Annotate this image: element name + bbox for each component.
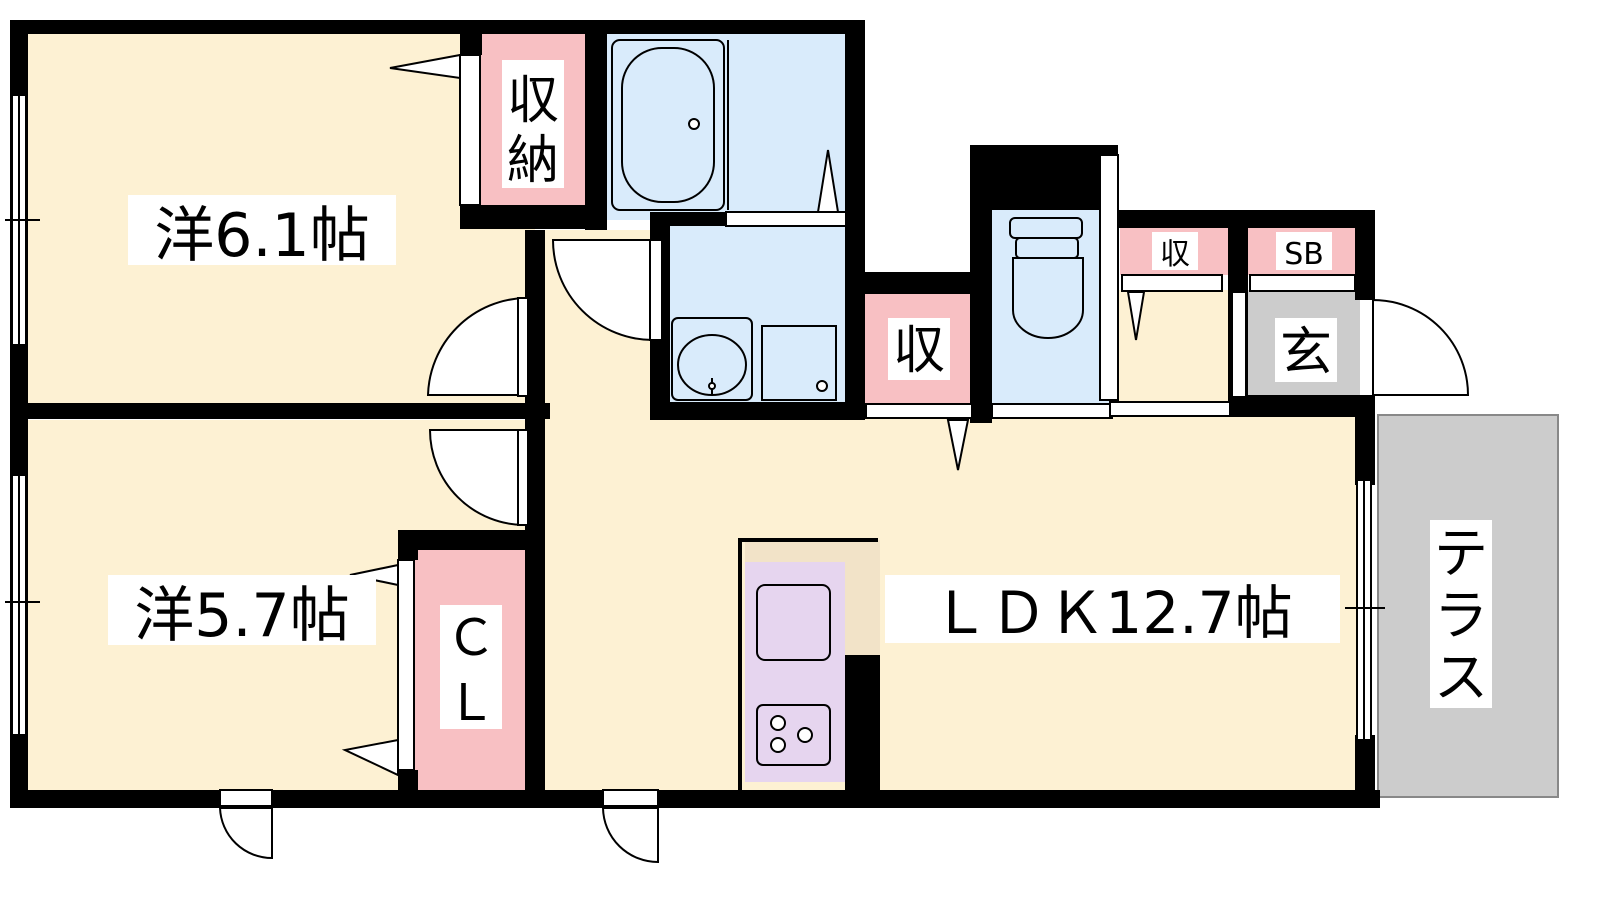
wall	[1355, 735, 1375, 805]
door-swing	[601, 807, 659, 864]
door-swing	[218, 807, 273, 860]
wall	[970, 402, 990, 422]
sink-icon	[756, 584, 831, 661]
wall	[970, 145, 992, 423]
storage-3-label: 収	[1160, 237, 1190, 272]
entrance-label: 玄	[1280, 323, 1332, 383]
ldk-label: ＬＤＫ12.7帖	[931, 579, 1292, 647]
door-swing	[551, 239, 654, 342]
kitchen-top-counter	[745, 540, 880, 562]
western-room-1-label: 洋6.1帖	[154, 201, 369, 271]
wall	[460, 30, 482, 55]
wall	[398, 770, 418, 800]
wall	[1355, 395, 1375, 485]
doors	[218, 53, 1470, 864]
storage-1-label-line2: 納	[507, 131, 559, 191]
wall	[10, 790, 1380, 808]
closet-label-line2: Ｌ	[446, 674, 496, 732]
stove-icon	[756, 704, 831, 766]
door-swing	[1372, 298, 1470, 396]
wall	[845, 20, 865, 420]
wall	[1355, 210, 1375, 300]
wall	[738, 538, 742, 793]
western-room-2-label: 洋5.7帖	[134, 581, 349, 651]
wall	[585, 20, 607, 230]
terrace-label-line1: テ	[1434, 522, 1488, 585]
wall	[460, 205, 600, 229]
wall	[1228, 395, 1375, 417]
wall	[738, 538, 878, 542]
wall	[860, 272, 990, 294]
terrace-label-line3: ス	[1434, 646, 1488, 709]
toilet-icon	[1009, 217, 1083, 239]
window	[219, 789, 273, 807]
door-swing	[428, 429, 526, 527]
storage-1-label-line1: 収	[507, 71, 559, 131]
window	[602, 789, 659, 807]
wall	[10, 20, 865, 34]
windows	[5, 94, 1385, 807]
wall	[650, 402, 865, 420]
wall	[970, 145, 1118, 210]
wall	[525, 230, 545, 805]
fixtures	[611, 39, 1084, 766]
wall	[650, 212, 730, 226]
wall	[398, 530, 418, 560]
shoe-box-label: SB	[1284, 237, 1324, 272]
wall	[10, 403, 550, 419]
wall	[398, 530, 543, 550]
closet-label-line1: Ｃ	[446, 609, 496, 667]
terrace-label-line2: ラ	[1434, 584, 1488, 647]
storage-2-label: 収	[893, 321, 945, 381]
wall	[845, 655, 880, 795]
labels: 洋6.1帖 洋5.7帖 ＬＤＫ12.7帖 収 納 収 収 SB 玄 Ｃ Ｌ テ …	[108, 60, 1492, 732]
door-swing	[426, 296, 526, 396]
